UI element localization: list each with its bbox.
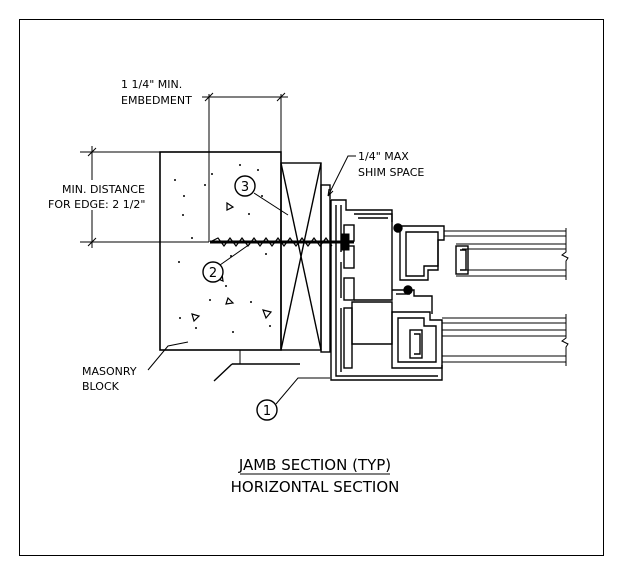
masonry-label-line2: BLOCK — [82, 380, 120, 393]
masonry-label-line1: MASONRY — [82, 365, 137, 378]
callout-1: 1 — [256, 377, 330, 421]
window-frame-extrusion — [330, 199, 469, 381]
shim-label-line2: SHIM SPACE — [358, 166, 424, 179]
shim-block — [280, 162, 331, 353]
section-title: JAMB SECTION (TYP) — [238, 456, 391, 474]
svg-text:2: 2 — [209, 266, 217, 281]
masonry-leader — [147, 341, 189, 371]
shim-leader — [327, 155, 356, 197]
distance-label-line1: MIN. DISTANCE — [62, 183, 145, 196]
callout-3: 3 — [234, 175, 289, 216]
shim-label-line1: 1/4" MAX — [358, 150, 409, 163]
embedment-label-line2: EMBEDMENT — [121, 94, 192, 107]
masonry-block — [159, 151, 300, 382]
anchor-screw — [209, 233, 354, 251]
section-subtitle: HORIZONTAL SECTION — [231, 478, 400, 496]
distance-label-line2: FOR EDGE: 2 1/2" — [48, 198, 145, 211]
embedment-label-line1: 1 1/4" MIN. — [121, 78, 182, 91]
callout-2: 2 — [202, 243, 251, 283]
sheet-border — [19, 19, 604, 556]
svg-text:3: 3 — [241, 180, 249, 195]
svg-text:1: 1 — [263, 404, 271, 419]
edge-distance-dimension — [80, 146, 209, 248]
embedment-dimension — [202, 92, 288, 242]
glazing — [442, 228, 569, 366]
